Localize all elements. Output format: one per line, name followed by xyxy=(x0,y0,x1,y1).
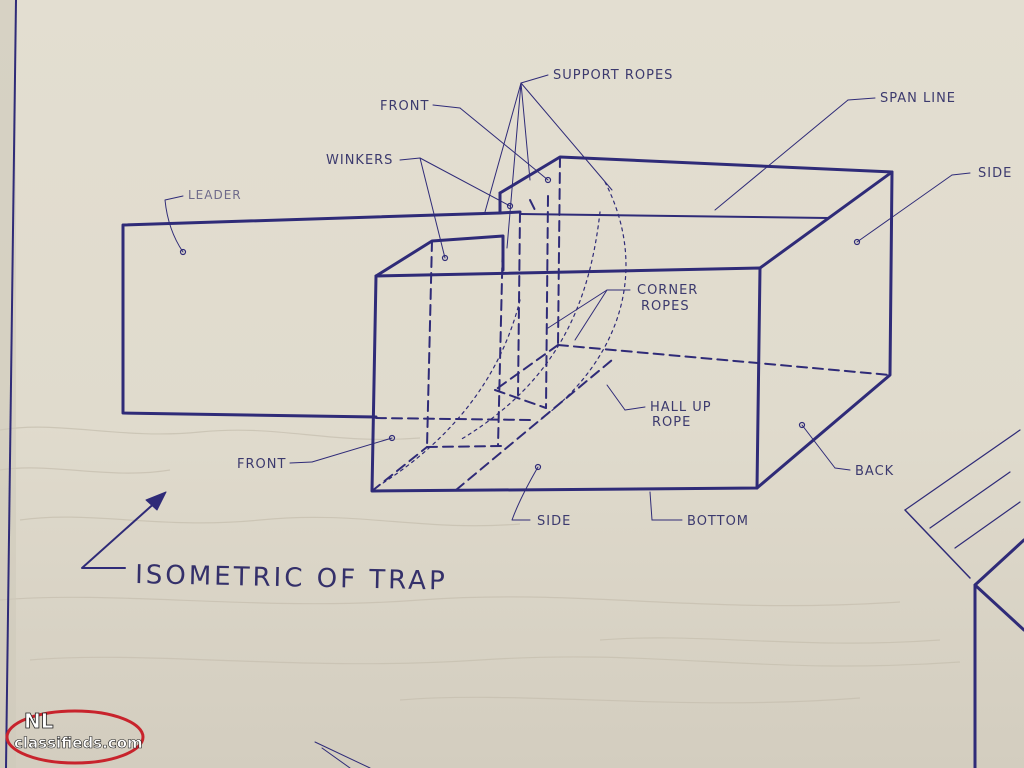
watermark-nl: NL xyxy=(24,709,54,733)
label-corner-ropes-line2: ROPES xyxy=(641,299,690,314)
reference-circles xyxy=(179,176,861,471)
label-winkers: WINKERS xyxy=(326,153,393,168)
diagram-labels: SUPPORT ROPES FRONT SPAN LINE SIDE WINKE… xyxy=(135,68,1012,597)
watermark-domain: classifieds.com xyxy=(14,734,143,752)
label-hall-up-rope-line2: ROPE xyxy=(652,415,691,430)
trap-back-face xyxy=(755,170,894,490)
paper-crease-lines xyxy=(0,426,961,704)
adjacent-drawing-partial xyxy=(314,429,1024,768)
span-line xyxy=(519,213,829,219)
label-front-bottom: FRONT xyxy=(237,457,286,472)
label-span-line: SPAN LINE xyxy=(880,91,956,106)
label-front-top: FRONT xyxy=(380,99,429,114)
label-corner-ropes-line1: CORNER xyxy=(637,283,698,298)
label-back: BACK xyxy=(855,464,894,479)
paper-left-shadow xyxy=(0,0,16,768)
nlclassifieds-watermark: NL classifieds.com xyxy=(5,709,145,765)
paper-left-border xyxy=(5,0,17,768)
trap-front-face xyxy=(370,266,762,493)
label-leader: LEADER xyxy=(188,188,242,202)
title-arrow-shaft xyxy=(81,499,159,569)
leader-net xyxy=(121,211,502,419)
label-side-right: SIDE xyxy=(978,166,1012,181)
label-bottom: BOTTOM xyxy=(687,514,749,529)
trap-isometric-drawing xyxy=(81,74,1024,768)
watermark-ellipse xyxy=(5,709,145,765)
label-support-ropes: SUPPORT ROPES xyxy=(553,68,673,83)
label-side-bottom: SIDE xyxy=(537,514,571,529)
label-leader-lines xyxy=(164,74,971,521)
dotted-rope-curves xyxy=(379,181,627,486)
drawing-title: ISOMETRIC OF TRAP xyxy=(135,560,448,597)
winker-notch xyxy=(498,191,522,215)
label-hall-up-rope-line1: HALL UP xyxy=(650,400,712,415)
hidden-edges xyxy=(371,156,891,492)
title-arrow-head xyxy=(145,491,167,511)
